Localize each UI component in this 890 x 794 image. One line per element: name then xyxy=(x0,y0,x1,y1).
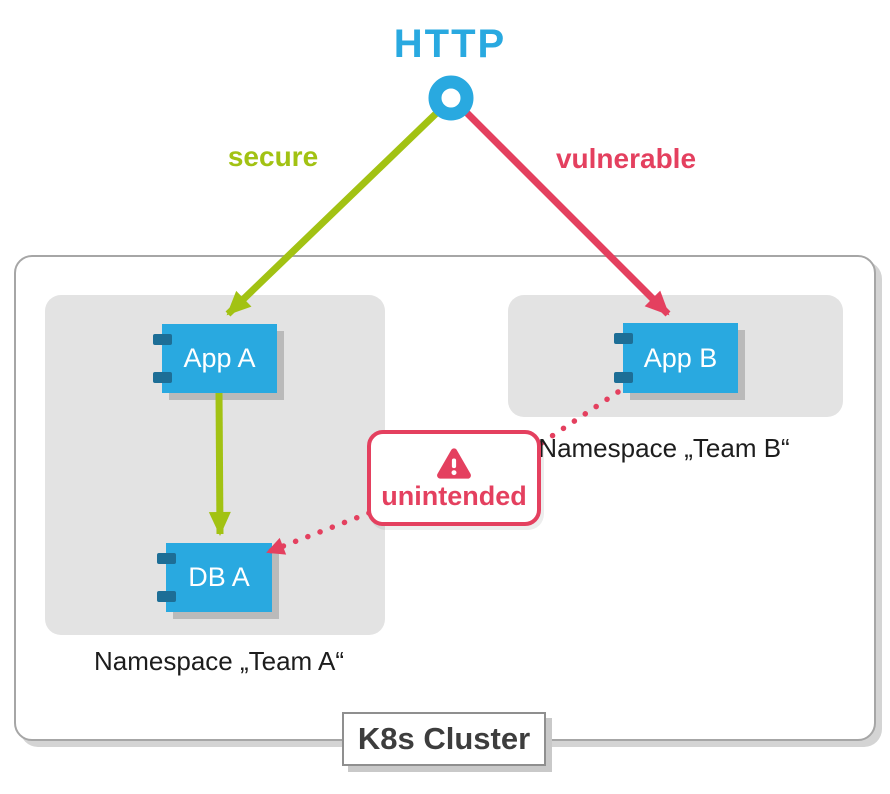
unintended-warning-box: unintended xyxy=(367,430,541,526)
http-title: HTTP xyxy=(393,22,507,66)
node-app-b: App B xyxy=(614,323,738,393)
pod-tab-icon xyxy=(614,333,633,344)
node-app-a-label: App A xyxy=(183,343,256,373)
node-app-b-label: App B xyxy=(643,342,718,373)
k8s-cluster-tag: K8s Cluster xyxy=(342,712,546,766)
node-db-a: DB A xyxy=(157,543,272,612)
pod-tab-icon xyxy=(157,553,176,564)
namespace-team-a-label: Namespace „Team A“ xyxy=(94,646,344,676)
node-app-a: App A xyxy=(153,324,277,393)
warning-triangle-icon xyxy=(437,448,471,479)
secure-edge-label: secure xyxy=(227,141,319,172)
node-db-a-label: DB A xyxy=(188,562,250,592)
vulnerable-edge-label: vulnerable xyxy=(555,143,697,174)
k8s-cluster-tag-label: K8s Cluster xyxy=(357,721,531,756)
pod-tab-icon xyxy=(614,372,633,383)
pod-tab-icon xyxy=(153,372,172,383)
unintended-label: unintended xyxy=(381,481,527,512)
pod-tab-icon xyxy=(153,334,172,345)
namespace-team-b-label: Namespace „Team B“ xyxy=(538,433,790,463)
http-endpoint-circle-icon xyxy=(428,75,474,121)
pod-tab-icon xyxy=(157,591,176,602)
